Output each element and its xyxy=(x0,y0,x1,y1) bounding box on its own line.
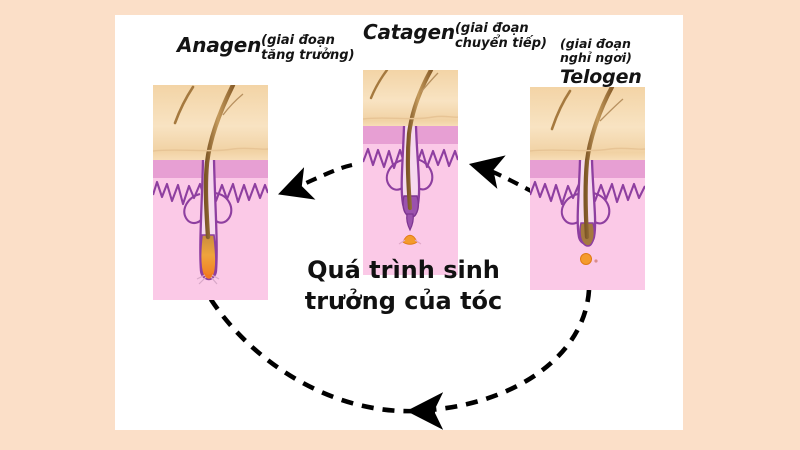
catagen-sub-line2: chuyển tiếp) xyxy=(454,35,547,51)
stage-name-telogen: Telogen xyxy=(560,66,642,88)
hair-shaft xyxy=(203,85,236,240)
hair-shaft xyxy=(583,87,615,240)
panel-anagen xyxy=(153,85,268,300)
detached-papilla xyxy=(402,234,418,245)
stage-name-catagen: Catagen xyxy=(363,20,455,44)
figure-title-line1: Quá trình sinh xyxy=(307,256,500,284)
hair-shaft xyxy=(405,70,434,211)
dermal-papilla xyxy=(204,271,213,278)
hair-fragment xyxy=(173,85,195,125)
papilla-speck xyxy=(594,259,598,263)
hair-shaft-tip xyxy=(222,93,244,116)
papilla-vessels xyxy=(196,274,220,285)
skin-crease xyxy=(153,147,268,152)
hair-shaft-tip xyxy=(420,72,439,93)
arrow-catagen-to-anagen xyxy=(278,162,353,200)
figure-title: Quá trình sinh trưởng của tóc xyxy=(291,255,516,316)
regressing-strand xyxy=(406,213,414,232)
arrow-telogen-to-catagen xyxy=(468,155,536,195)
hair-fragment xyxy=(550,89,572,131)
skin-crease xyxy=(530,147,645,152)
hair-shaft-tip xyxy=(599,98,624,122)
anagen-sub-line1: (giai đoạn xyxy=(261,33,335,48)
stage-name-anagen: Anagen xyxy=(177,33,262,57)
telogen-sub-line2: nghỉ ngơi) xyxy=(560,50,632,65)
telogen-sub-line1: (giai đoạn xyxy=(560,36,631,51)
panel-telogen xyxy=(530,87,645,290)
skin-crease xyxy=(363,115,458,120)
anagen-sub-line2: tăng trưởng) xyxy=(261,47,355,63)
panel-catagen xyxy=(363,70,458,275)
catagen-sub-line1: (giai đoạn xyxy=(454,21,529,36)
detached-papilla xyxy=(580,253,592,265)
hair-bulb xyxy=(199,234,217,281)
hair-fragment xyxy=(369,70,389,100)
papilla-vessels xyxy=(398,239,422,245)
figure-title-line2: trưởng của tóc xyxy=(304,286,503,315)
